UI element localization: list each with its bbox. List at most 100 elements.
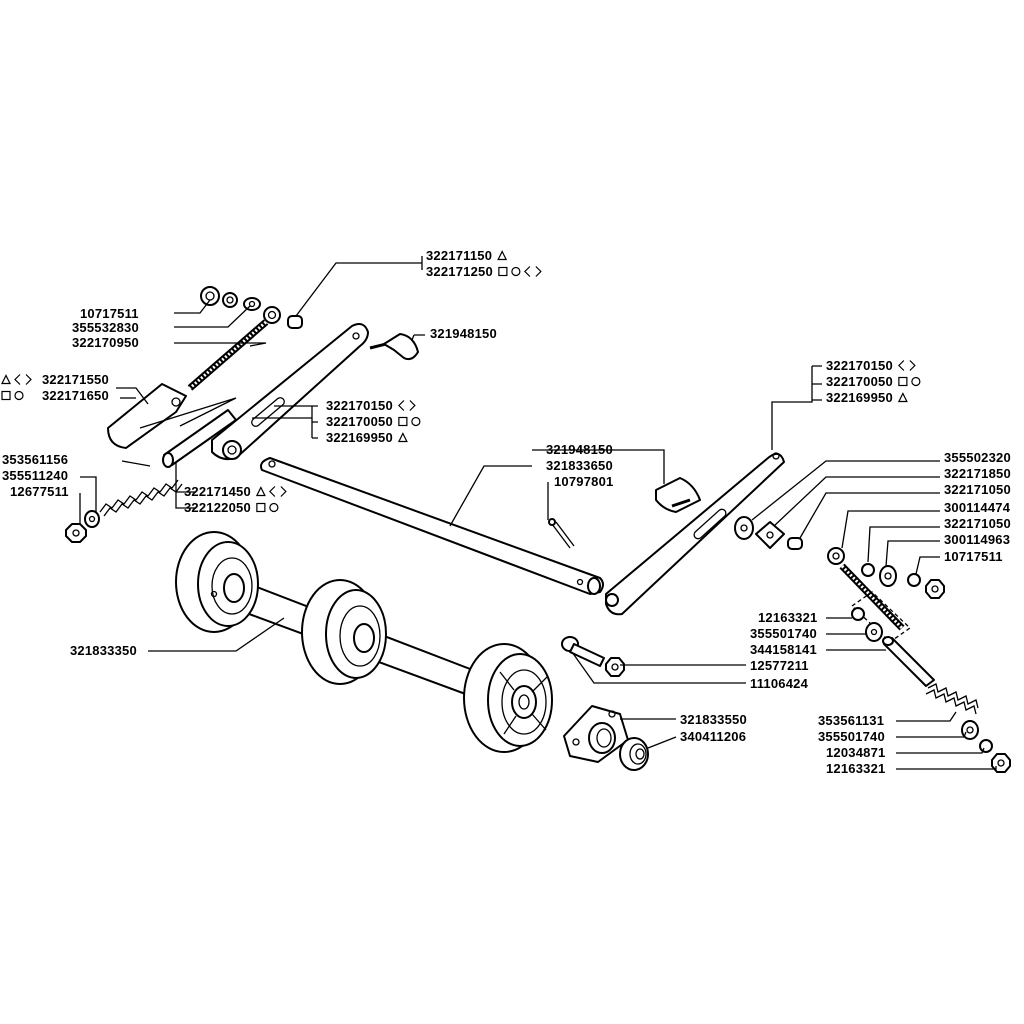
label-l39: 355501740	[818, 729, 885, 744]
label-l29: 10717511	[944, 549, 1003, 564]
label-l25: 322171050	[944, 482, 1011, 497]
label-l9: 322170150	[326, 398, 393, 413]
label-l19: 10797801	[554, 474, 613, 489]
nut-left-lower	[65, 523, 87, 543]
leader-lines	[79, 256, 997, 770]
square-symbol	[898, 376, 908, 387]
arm-left	[211, 323, 369, 461]
adjusting-rod	[827, 547, 905, 631]
bolt-center	[561, 636, 605, 667]
nut-right-mid	[851, 607, 865, 621]
label-l20: 322170150	[826, 358, 893, 373]
nut-top-left	[200, 286, 220, 306]
block-right	[755, 521, 785, 549]
triangle-symbol	[397, 432, 408, 443]
label-l31: 12163321	[758, 610, 817, 625]
spring-right	[925, 683, 979, 715]
label-l38: 353561131	[818, 713, 884, 728]
label-l33: 344158141	[750, 642, 817, 657]
square-symbol	[256, 502, 266, 513]
label-l5: 322170950	[72, 335, 139, 350]
label-l26: 300114474	[944, 500, 1011, 515]
triangle-symbol	[897, 392, 908, 403]
washer-left-lower	[84, 510, 100, 528]
circle-symbol	[911, 376, 921, 387]
label-l17: 321948150	[546, 442, 613, 457]
label-l11: 322169950	[326, 430, 393, 445]
washer-right-3	[879, 565, 897, 587]
square-symbol	[498, 266, 508, 277]
label-l14: 12677511	[10, 484, 69, 499]
circle-symbol	[14, 390, 24, 401]
nut-right-top	[925, 579, 945, 599]
bushing-top	[287, 315, 303, 329]
label-l10: 322170050	[326, 414, 393, 429]
label-l23: 355502320	[944, 450, 1011, 465]
label-l40: 12034871	[826, 745, 885, 760]
label-l1: 322171150	[426, 248, 492, 263]
label-l8: 322171650	[42, 388, 109, 403]
label-l7: 322171550	[42, 372, 109, 387]
label-l15: 322171450	[184, 484, 251, 499]
washer-right-6	[961, 720, 979, 740]
hook-right	[655, 477, 701, 513]
label-l21: 322170050	[826, 374, 893, 389]
circle-symbol	[511, 266, 521, 277]
label-l2: 322171250	[426, 264, 493, 279]
label-l16: 322122050	[184, 500, 251, 515]
pin-right	[882, 636, 935, 687]
label-l37: 340411206	[680, 729, 746, 744]
labels: 322171150 322171250 10717511 355532830 3…	[2, 248, 1011, 776]
hook-top	[369, 333, 419, 361]
label-l13: 355511240	[2, 468, 68, 483]
diamond-symbol	[14, 374, 32, 385]
label-l6: 321948150	[430, 326, 497, 341]
part-drawings	[65, 286, 1011, 773]
washer-right-1	[734, 516, 754, 540]
washer-right-2	[861, 563, 875, 577]
diamond-symbol	[898, 360, 916, 371]
bearing	[619, 737, 649, 771]
threaded-rod-eye	[187, 306, 281, 391]
nut-right-low	[979, 739, 993, 753]
split-pin	[548, 518, 575, 549]
washer-right-5	[865, 622, 883, 642]
plate-right	[850, 591, 912, 643]
label-l4: 355532830	[72, 320, 139, 335]
label-l28: 300114963	[944, 532, 1010, 547]
spring-left	[99, 479, 183, 517]
washer-top-left	[222, 292, 238, 308]
label-l30: 321833350	[70, 643, 137, 658]
long-shaft	[260, 457, 604, 595]
diamond-symbol	[398, 400, 416, 411]
diamond-symbol	[524, 266, 542, 277]
diamond-symbol	[269, 486, 287, 497]
square-symbol	[1, 390, 11, 401]
bushing-right	[787, 537, 803, 550]
label-l35: 11106424	[750, 676, 809, 691]
triangle-symbol	[1, 374, 11, 385]
label-l34: 12577211	[750, 658, 809, 673]
triangle-symbol	[497, 250, 508, 261]
label-l22: 322169950	[826, 390, 893, 405]
label-l41: 12163321	[826, 761, 885, 776]
circle-symbol	[411, 416, 421, 427]
washer-right-4	[907, 573, 921, 587]
arm-right	[605, 452, 785, 616]
label-l12: 353561156	[2, 452, 68, 467]
label-l32: 355501740	[750, 626, 817, 641]
washer-2-top-left	[243, 297, 261, 311]
wheel-axle	[175, 531, 553, 753]
label-l3: 10717511	[80, 306, 139, 321]
nut-center	[605, 657, 625, 677]
variant-symbols	[1, 250, 921, 513]
label-l27: 322171050	[944, 516, 1011, 531]
triangle-symbol	[255, 486, 266, 497]
label-l36: 321833550	[680, 712, 747, 727]
square-symbol	[398, 416, 408, 427]
label-l18: 321833650	[546, 458, 613, 473]
circle-symbol	[269, 502, 279, 513]
bearing-housing	[563, 705, 629, 763]
bracket-left	[107, 383, 237, 449]
